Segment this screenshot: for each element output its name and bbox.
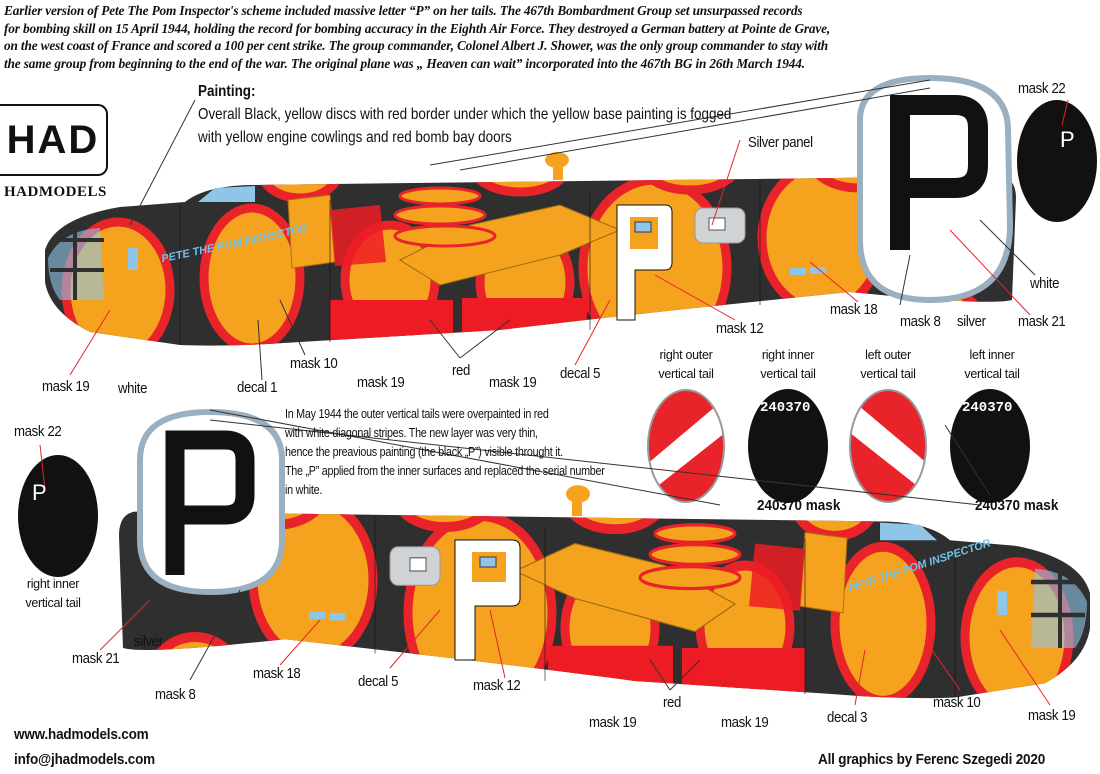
- label-mask-18: mask 18: [253, 665, 301, 682]
- label-silver: silver: [134, 633, 163, 650]
- label-mask-19: mask 19: [42, 378, 90, 395]
- had-logo: HAD: [0, 104, 108, 176]
- label-mask-19: mask 19: [489, 374, 537, 391]
- label-mask-21: mask 21: [1018, 313, 1066, 330]
- label-silver-panel: Silver panel: [748, 134, 813, 151]
- leader-lines: [129, 79, 1036, 691]
- label-decal-1: decal 1: [237, 379, 278, 396]
- tail-right-inner: [748, 389, 828, 503]
- tail-label-line: right outer: [659, 348, 713, 362]
- note-line: with white diagonal stripes. The new lay…: [285, 426, 538, 440]
- note-line: hence the preavious painting (the black …: [285, 445, 563, 459]
- label-white: white: [118, 380, 148, 397]
- label-mask-18: mask 18: [830, 301, 878, 318]
- label-decal-5: decal 5: [358, 673, 399, 690]
- label-red: red: [663, 694, 682, 711]
- serial-number: 240370: [760, 400, 811, 416]
- tail-label-line: left outer: [865, 348, 911, 362]
- p-decal-bottom: [454, 539, 521, 661]
- tail-label-line: vertical tail: [658, 367, 714, 381]
- website-link[interactable]: www.hadmodels.com: [14, 726, 149, 743]
- header-line: the same group from beginning to the end…: [4, 55, 805, 71]
- label-white: white: [1030, 275, 1060, 292]
- painting-title: Painting:: [198, 83, 256, 100]
- label-mask-8: mask 8: [155, 686, 196, 703]
- label-decal-5: decal 5: [560, 365, 601, 382]
- note-line: The „P” applied from the inner surfaces …: [285, 464, 605, 478]
- bottom-tail-fin: [137, 408, 285, 596]
- tail-label-line: right inner: [26, 577, 80, 591]
- tail-right-outer: [647, 389, 725, 503]
- tail-label-line: right inner: [761, 348, 815, 362]
- label-mask-19: mask 19: [357, 374, 405, 391]
- tail-label: right inner vertical tail: [0, 575, 108, 613]
- logo-name: HADMODELS: [4, 184, 107, 200]
- note-line: In May 1944 the outer vertical tails wer…: [285, 407, 549, 421]
- label-mask-12: mask 12: [716, 320, 764, 337]
- label-mask-10: mask 10: [933, 694, 981, 711]
- label-mask-10: mask 10: [290, 355, 338, 372]
- label-mask-22: mask 22: [14, 423, 62, 440]
- p-decal-top: [616, 204, 673, 321]
- mask-22-letter: P: [32, 480, 47, 505]
- header-description: Earlier version of Pete The Pom Inspecto…: [4, 2, 830, 72]
- label-mask-19: mask 19: [589, 714, 637, 731]
- label-decal-3: decal 3: [827, 709, 868, 726]
- label-mask-21: mask 21: [72, 650, 120, 667]
- painting-line: with yellow engine cowlings and red bomb…: [198, 129, 512, 146]
- label-mask-12: mask 12: [473, 677, 521, 694]
- label-silver: silver: [957, 313, 986, 330]
- top-tail-fin: [857, 74, 1014, 304]
- tail-label-line: vertical tail: [860, 367, 916, 381]
- note-line: in white.: [285, 483, 323, 497]
- painting-line: Overall Black, yellow discs with red bor…: [198, 106, 732, 123]
- label-mask-19: mask 19: [1028, 707, 1076, 724]
- tail-left-inner: [950, 389, 1030, 503]
- label-mask-19: mask 19: [721, 714, 769, 731]
- serial-number: 240370: [962, 400, 1013, 416]
- label-mask-8: mask 8: [900, 313, 941, 330]
- tail-label: right inner vertical tail: [733, 346, 843, 384]
- header-line: for bombing skill on 15 April 1944, hold…: [4, 20, 831, 36]
- tail-label: left inner vertical tail: [937, 346, 1047, 384]
- label-red: red: [452, 362, 471, 379]
- header-line: on the west coast of France and scored a…: [4, 38, 829, 53]
- tail-label-line: vertical tail: [25, 596, 81, 610]
- mask-22-bottom: [18, 455, 98, 577]
- label-mask-22: mask 22: [1018, 80, 1066, 97]
- tail-repaint-note: In May 1944 the outer vertical tails wer…: [285, 405, 605, 500]
- serial-mask-label: 240370 mask: [757, 497, 841, 514]
- tail-left-outer: [849, 389, 927, 503]
- tail-label: left outer vertical tail: [833, 346, 943, 384]
- tail-label: right outer vertical tail: [631, 346, 741, 384]
- credit: All graphics by Ferenc Szegedi 2020: [818, 751, 1046, 768]
- serial-mask-label: 240370 mask: [975, 497, 1059, 514]
- tail-label-line: left inner: [969, 348, 1015, 362]
- header-line: Earlier version of Pete The Pom Inspecto…: [4, 3, 803, 18]
- email-link[interactable]: info@jhadmodels.com: [14, 751, 156, 768]
- tail-label-line: vertical tail: [964, 367, 1020, 381]
- mask-22-letter: P: [1060, 127, 1075, 152]
- painting-notes: Painting: Overall Black, yellow discs wi…: [198, 80, 731, 149]
- mask-22-top: [1017, 100, 1097, 222]
- tail-label-line: vertical tail: [760, 367, 816, 381]
